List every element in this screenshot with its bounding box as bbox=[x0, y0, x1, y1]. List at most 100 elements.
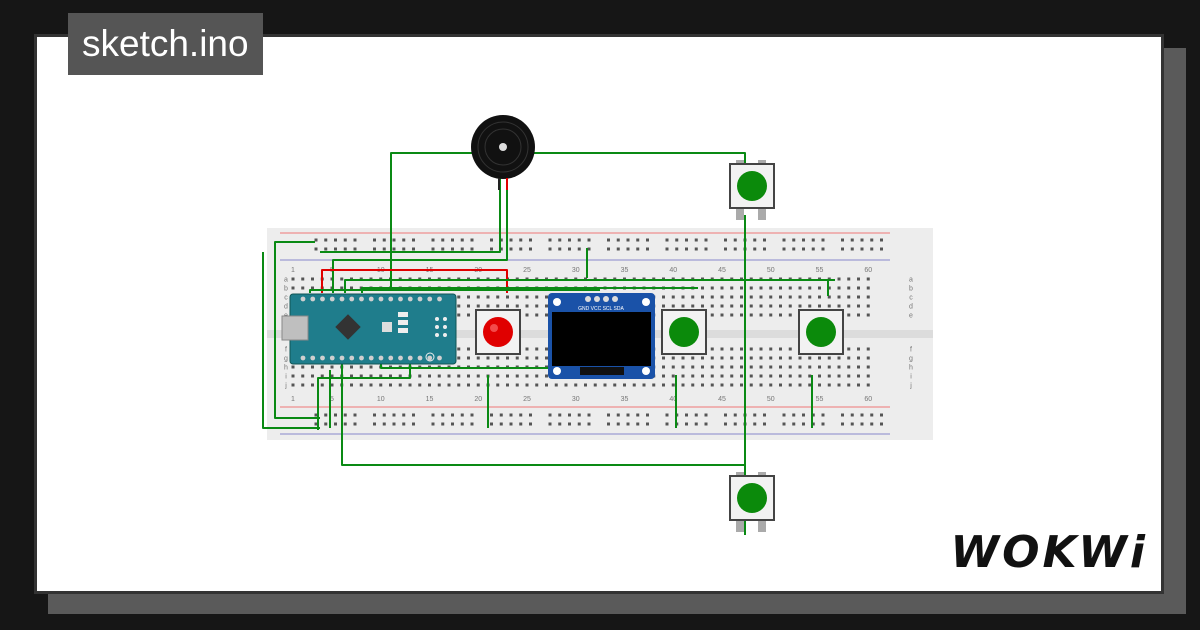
reset-button-icon[interactable] bbox=[382, 322, 392, 332]
nano-pin bbox=[368, 296, 374, 302]
push-button-green-top[interactable] bbox=[729, 160, 775, 220]
column-number: 35 bbox=[621, 267, 629, 274]
row-letter: c bbox=[909, 295, 913, 302]
row-letter: i bbox=[910, 374, 912, 381]
column-number: 15 bbox=[426, 396, 434, 403]
nano-pin bbox=[329, 296, 335, 302]
sketch-title: sketch.ino bbox=[68, 13, 263, 75]
nano-pin bbox=[417, 355, 423, 361]
column-number: 55 bbox=[816, 267, 824, 274]
nano-pin bbox=[300, 296, 306, 302]
nano-pin bbox=[339, 296, 345, 302]
column-number: 60 bbox=[864, 267, 872, 274]
wire-red-power bbox=[321, 269, 508, 293]
nano-pin bbox=[310, 296, 316, 302]
column-number: 30 bbox=[572, 396, 580, 403]
row-letter: f bbox=[285, 347, 287, 354]
nano-pin bbox=[398, 296, 403, 302]
column-number: 20 bbox=[474, 396, 482, 403]
row-letters: aabbccddeeffgghhiijj bbox=[284, 277, 913, 390]
row-letter: b bbox=[909, 286, 913, 293]
nano-pin bbox=[368, 355, 374, 361]
nano-pin bbox=[388, 296, 394, 302]
row-letter: e bbox=[909, 313, 913, 320]
oled-pin-labels: GND VCC SCL SDA bbox=[578, 306, 624, 312]
push-button-green-2[interactable] bbox=[798, 309, 844, 355]
wire-top-rail bbox=[274, 241, 320, 419]
row-letter: g bbox=[284, 356, 288, 363]
wire-buzzer-to-button bbox=[390, 152, 746, 290]
column-number: 30 bbox=[572, 267, 580, 274]
column-number: 5 bbox=[330, 396, 334, 403]
nano-pin bbox=[427, 355, 433, 361]
buzzer-icon[interactable] bbox=[471, 115, 535, 190]
wokwi-logo: WOKWi bbox=[950, 527, 1148, 578]
nano-pin bbox=[329, 355, 335, 361]
nano-pin bbox=[378, 355, 384, 361]
nano-pin bbox=[407, 296, 413, 302]
nano-pin bbox=[427, 296, 433, 302]
row-letter: a bbox=[909, 277, 913, 284]
wire-row-e bbox=[344, 279, 835, 293]
row-letter: g bbox=[909, 356, 913, 363]
column-number: 35 bbox=[621, 396, 629, 403]
column-number: 1 bbox=[291, 396, 295, 403]
column-number: 50 bbox=[767, 267, 775, 274]
nano-pins-bottom bbox=[300, 355, 442, 361]
wire-buzzer-lead-left bbox=[320, 175, 501, 253]
column-number: 10 bbox=[377, 396, 385, 403]
wire-left-rail bbox=[262, 252, 320, 429]
column-number: 40 bbox=[669, 396, 677, 403]
row-letter: j bbox=[284, 383, 287, 390]
row-letter: h bbox=[284, 365, 288, 372]
column-number: 55 bbox=[816, 396, 824, 403]
column-number: 1 bbox=[291, 267, 295, 274]
wire-to-oled-a bbox=[309, 289, 600, 293]
nano-pin bbox=[359, 296, 364, 302]
push-button-red[interactable] bbox=[475, 309, 521, 355]
push-button-green-bottom[interactable] bbox=[729, 472, 775, 532]
nano-pins-top bbox=[300, 296, 442, 302]
nano-pin bbox=[388, 355, 394, 361]
oled-display[interactable]: GND VCC SCL SDA bbox=[548, 293, 655, 379]
nano-pin bbox=[359, 355, 364, 361]
column-number: 25 bbox=[523, 267, 531, 274]
column-number: 50 bbox=[767, 396, 775, 403]
nano-pin bbox=[310, 355, 316, 361]
wire-bottom-c bbox=[317, 360, 411, 430]
nano-pin bbox=[339, 355, 345, 361]
row-letter: d bbox=[284, 304, 288, 311]
row-letter: b bbox=[284, 286, 288, 293]
nano-pin bbox=[437, 355, 442, 361]
chip-icon bbox=[335, 314, 361, 340]
nano-pin bbox=[437, 296, 442, 302]
nano-pin bbox=[378, 296, 384, 302]
column-number: 45 bbox=[718, 267, 726, 274]
row-letter: j bbox=[909, 383, 912, 390]
row-letter: d bbox=[909, 304, 913, 311]
column-number: 60 bbox=[864, 396, 872, 403]
nano-pin bbox=[349, 296, 355, 302]
row-letter: i bbox=[285, 374, 287, 381]
nano-pin bbox=[320, 355, 325, 361]
row-letter: c bbox=[284, 295, 288, 302]
column-number: 45 bbox=[718, 396, 726, 403]
nano-pin bbox=[417, 296, 423, 302]
nano-pin bbox=[320, 296, 325, 302]
column-number: 25 bbox=[523, 396, 531, 403]
nano-pin bbox=[300, 355, 306, 361]
usb-port-icon bbox=[281, 315, 309, 341]
arduino-nano[interactable] bbox=[281, 293, 457, 365]
wire-buzzer-lead-right bbox=[332, 175, 508, 293]
row-letter: h bbox=[909, 365, 913, 372]
row-letter: a bbox=[284, 277, 288, 284]
nano-pin bbox=[407, 355, 413, 361]
wire-row-d bbox=[361, 287, 698, 293]
nano-pin bbox=[398, 355, 403, 361]
push-button-green-1[interactable] bbox=[661, 309, 707, 355]
column-number: 40 bbox=[669, 267, 677, 274]
nano-pin bbox=[349, 355, 355, 361]
row-letter: f bbox=[910, 347, 912, 354]
